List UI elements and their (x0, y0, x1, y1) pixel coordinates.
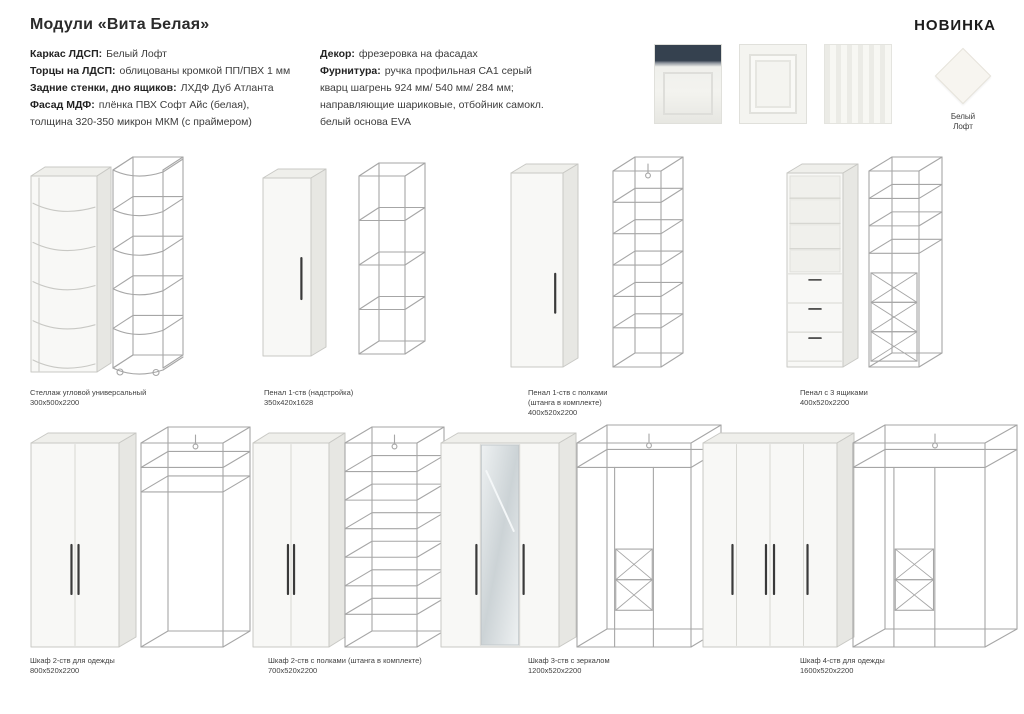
spec-line: Каркас ЛДСП:Белый Лофт (30, 48, 167, 60)
spec-line: толщина 320-350 микрон МКМ (с праймером) (30, 116, 252, 128)
spec-line: Фурнитура:ручка профильная СА1 серый (320, 65, 532, 77)
product-illustration-wireframe (852, 424, 1018, 648)
color-swatch-bely-loft: Белый Лофт (926, 47, 1000, 132)
product-illustration-wireframe (140, 426, 251, 648)
product-illustration-wireframe (576, 424, 722, 648)
spec-line: Торцы на ЛДСП:облицованы кромкой ПП/ПВХ … (30, 65, 291, 77)
swatch-diamond (934, 47, 992, 105)
product-caption: Пенал 1-ств с полками(штанга в комплекте… (528, 388, 608, 417)
product-illustration-solid (786, 163, 859, 368)
spec-line: Декор:фрезеровка на фасадах (320, 48, 478, 60)
product-illustration-wireframe (358, 162, 426, 355)
product-caption: Шкаф 2-ств с полками (штанга в комплекте… (268, 656, 422, 675)
spec-line: направляющие шариковые, отбойник самокл. (320, 99, 544, 111)
spec-line: кварц шагрень 924 мм/ 540 мм/ 284 мм; (320, 82, 514, 94)
spec-line: белый основа EVA (320, 116, 412, 128)
spec-line: Задние стенки, дно ящиков:ЛХДФ Дуб Атлан… (30, 82, 274, 94)
product-illustration-solid (702, 432, 855, 648)
product-illustration-wireframe (868, 156, 943, 368)
facade-photos (654, 44, 892, 124)
product-illustration-wireframe (612, 156, 684, 368)
specs-decor-furniture: Декор:фрезеровка на фасадах Фурнитура:ру… (320, 46, 544, 131)
product-illustration-solid (252, 432, 346, 648)
product-caption: Пенал 1-ств (надстройка)350x420x1628 (264, 388, 354, 407)
product-illustration-wireframe (112, 156, 184, 377)
product-illustration-solid (30, 432, 137, 648)
specs-materials: Каркас ЛДСП:Белый Лофт Торцы на ЛДСП:обл… (30, 46, 290, 131)
new-badge: НОВИНКА (914, 17, 996, 34)
page-title: Модули «Вита Белая» (30, 16, 210, 33)
swatch-label: Белый Лофт (950, 112, 976, 131)
spec-line: Фасад МДФ:плёнка ПВХ Софт Айс (белая), (30, 99, 250, 111)
product-illustration-solid (510, 163, 579, 368)
product-illustration-solid (440, 432, 577, 648)
facade-photo-3 (824, 44, 892, 124)
product-illustration-solid (30, 166, 112, 373)
facade-photo-2 (739, 44, 807, 124)
facade-photo-1 (654, 44, 722, 124)
product-illustration-wireframe (344, 426, 445, 648)
product-illustration-solid (262, 168, 327, 357)
